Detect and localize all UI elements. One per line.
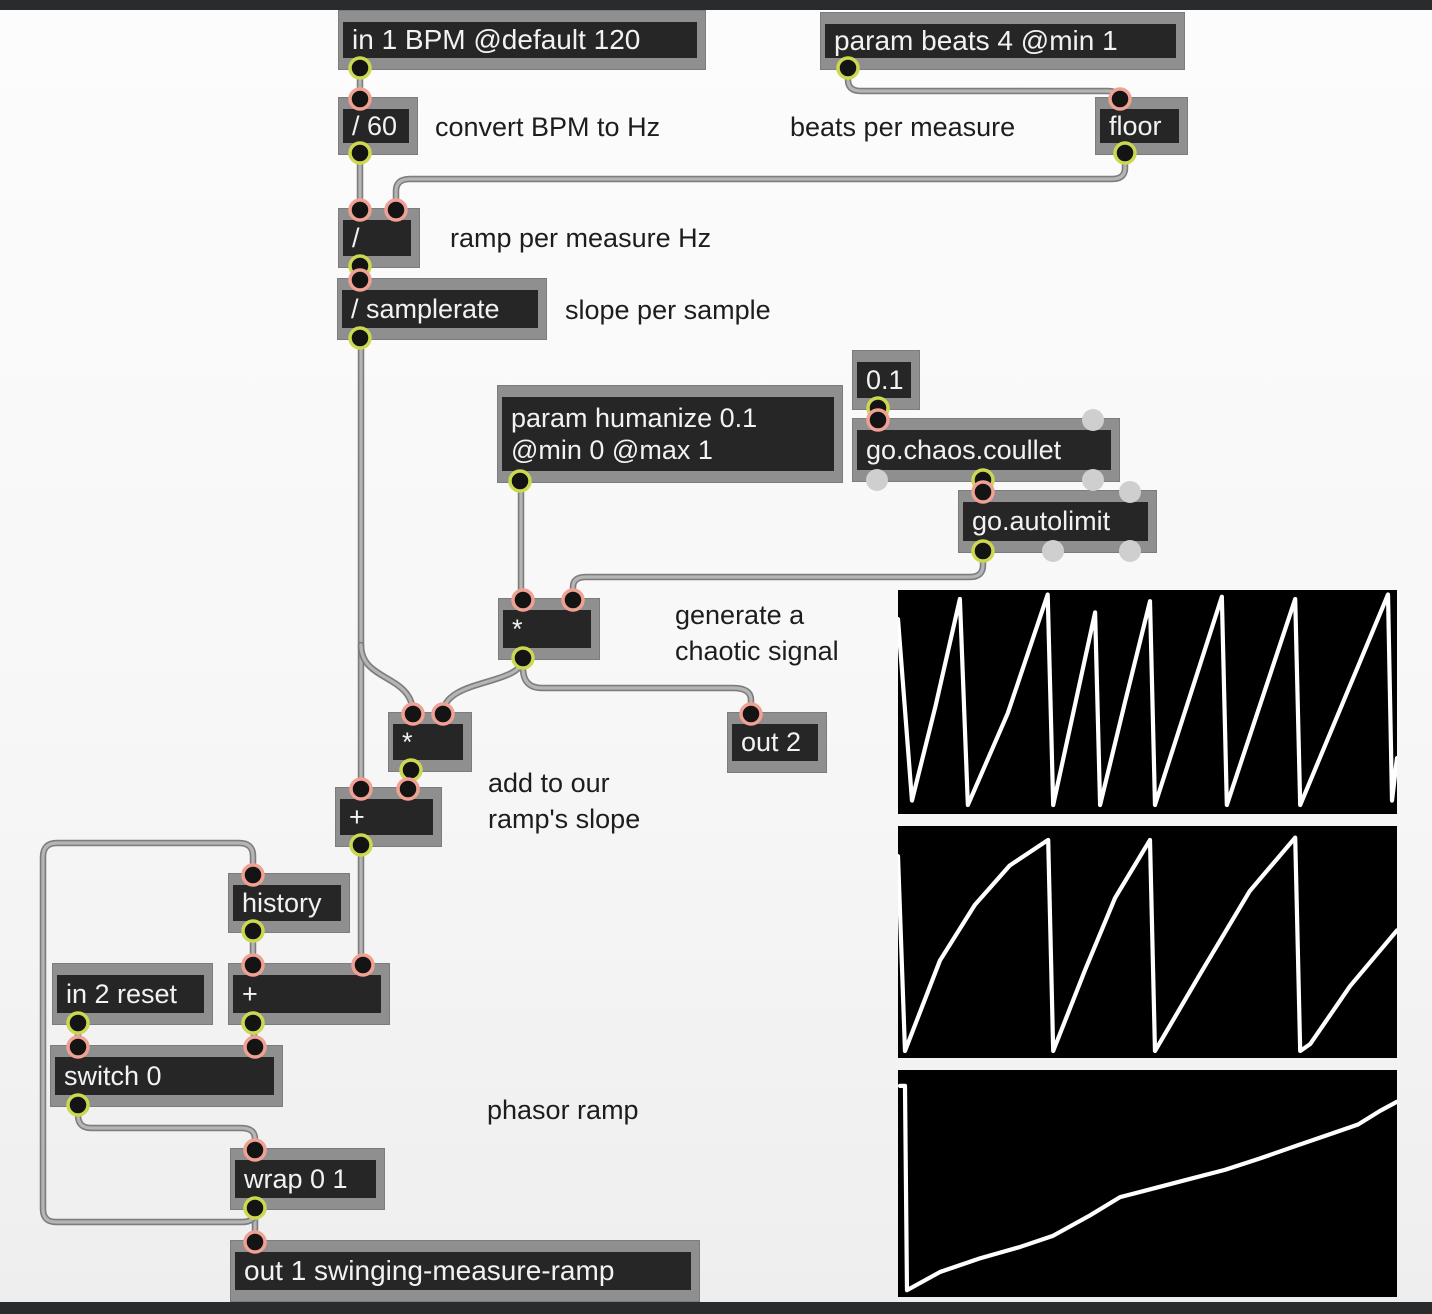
object-box-div-samplerate[interactable]: / samplerate <box>337 278 547 340</box>
object-box-history[interactable]: history <box>228 873 350 933</box>
comment-phasor-ramp: phasor ramp <box>487 1095 639 1125</box>
object-label: + <box>349 801 365 832</box>
object-label: 0.1 <box>866 364 904 395</box>
object-label: go.chaos.coullet <box>866 434 1062 465</box>
object-box-multiply-slope[interactable]: * <box>388 712 472 772</box>
comment-add-to-slope: add to our ramp's slope <box>488 768 641 834</box>
object-label: switch 0 <box>64 1060 162 1091</box>
object-box-go-autolimit[interactable]: go.autolimit <box>958 490 1157 553</box>
object-label: history <box>242 887 322 918</box>
object-label: / <box>352 222 360 253</box>
object-label: + <box>242 978 258 1009</box>
object-label: in 2 reset <box>66 978 178 1009</box>
comment-generate-chaotic: generate a chaotic signal <box>675 600 839 666</box>
object-box-param-humanize[interactable]: param humanize 0.1 @min 0 @max 1 <box>497 385 843 483</box>
scope-display-fast-saw <box>898 590 1397 814</box>
object-box-div-60[interactable]: / 60 <box>338 97 418 155</box>
object-box-add-slope[interactable]: + <box>335 787 442 847</box>
scope-trace <box>898 594 1397 805</box>
object-box-in-1-bpm[interactable]: in 1 BPM @default 120 <box>338 10 706 70</box>
object-label: go.autolimit <box>972 506 1111 537</box>
object-label: out 2 <box>741 727 802 758</box>
object-box-out-1[interactable]: out 1 swinging-measure-ramp <box>230 1240 700 1302</box>
object-label: * <box>512 613 523 644</box>
comment-slope-per-sample: slope per sample <box>565 295 771 325</box>
object-label: / samplerate <box>351 293 500 324</box>
object-box-add-ramp[interactable]: + <box>228 963 390 1025</box>
object-label: out 1 swinging-measure-ramp <box>244 1255 615 1287</box>
object-label: / 60 <box>352 110 398 141</box>
scope-display-curved-saw <box>898 826 1397 1058</box>
object-box-floor[interactable]: floor <box>1095 97 1188 155</box>
window-top-edge <box>0 0 1432 10</box>
object-box-divide[interactable]: / <box>338 208 420 268</box>
scope-display-measure-ramp <box>898 1070 1397 1297</box>
object-box-switch[interactable]: switch 0 <box>50 1045 283 1107</box>
object-label: floor <box>1109 110 1162 141</box>
window-bottom-edge <box>0 1302 1432 1314</box>
object-label: * <box>402 726 413 757</box>
comment-convert-bpm: convert BPM to Hz <box>435 112 661 142</box>
comment-ramp-per-measure: ramp per measure Hz <box>450 223 712 253</box>
object-box-wrap[interactable]: wrap 0 1 <box>230 1148 385 1210</box>
object-box-out-2[interactable]: out 2 <box>727 712 827 773</box>
object-box-in-2-reset[interactable]: in 2 reset <box>52 963 213 1025</box>
object-label: wrap 0 1 <box>244 1163 348 1194</box>
object-box-param-beats[interactable]: param beats 4 @min 1 <box>820 12 1185 70</box>
object-box-go-chaos-coullet[interactable]: go.chaos.coullet <box>852 418 1120 482</box>
comment-beats-per-measure: beats per measure <box>790 112 1016 142</box>
scope-trace <box>900 1086 1397 1290</box>
object-box-multiply-chaos[interactable]: * <box>498 598 600 660</box>
object-label: param humanize 0.1 @min 0 @max 1 <box>511 402 758 465</box>
object-box-number-0-1[interactable]: 0.1 <box>852 350 920 410</box>
object-label: in 1 BPM @default 120 <box>352 24 641 56</box>
object-label: param beats 4 @min 1 <box>834 25 1118 57</box>
scope-trace <box>898 838 1397 1051</box>
